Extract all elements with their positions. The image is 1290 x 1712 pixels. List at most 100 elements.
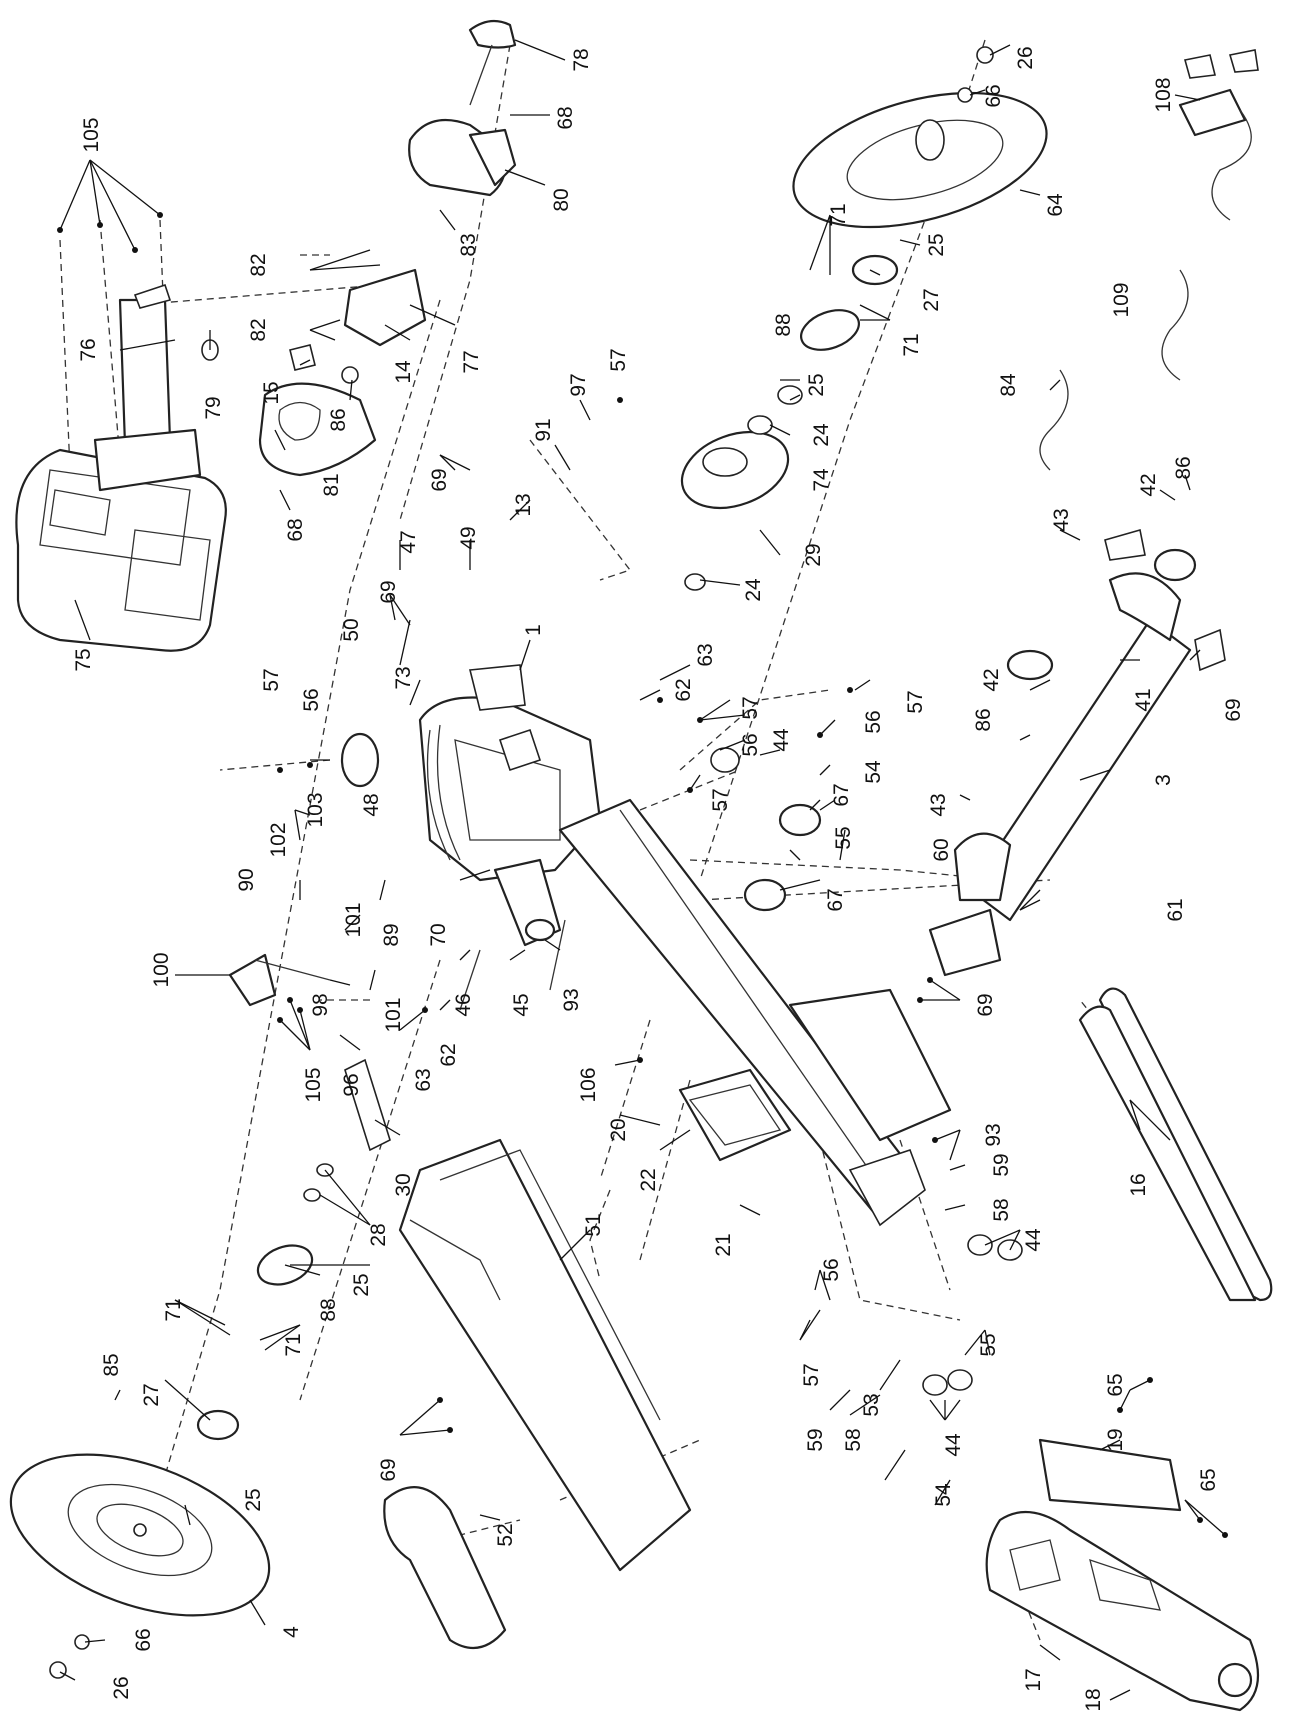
callout-71: 71 xyxy=(282,1333,305,1356)
callout-79: 79 xyxy=(202,396,225,419)
callout-98: 98 xyxy=(309,993,332,1016)
callout-86: 86 xyxy=(327,408,350,431)
callout-89: 89 xyxy=(380,923,403,946)
callout-48: 48 xyxy=(360,793,383,816)
callout-71: 71 xyxy=(162,1298,185,1321)
callout-73: 73 xyxy=(392,666,415,689)
callout-106: 106 xyxy=(577,1067,600,1102)
leader-lines xyxy=(59,39,1226,1701)
callout-58: 58 xyxy=(990,1198,1013,1221)
callout-58: 58 xyxy=(842,1428,865,1451)
callout-102: 102 xyxy=(267,822,290,857)
callout-25: 25 xyxy=(805,373,828,396)
callout-51: 51 xyxy=(582,1213,605,1236)
callout-19: 19 xyxy=(1104,1428,1127,1451)
callout-65: 65 xyxy=(1104,1373,1127,1396)
callout-25: 25 xyxy=(925,233,948,256)
callout-78: 78 xyxy=(570,48,593,71)
callout-43: 43 xyxy=(1050,508,1073,531)
callout-20: 20 xyxy=(607,1118,630,1141)
callout-17: 17 xyxy=(1022,1668,1045,1691)
callout-55: 55 xyxy=(977,1333,1000,1356)
callout-29: 29 xyxy=(802,543,825,566)
callout-53: 53 xyxy=(860,1393,883,1416)
callout-24: 24 xyxy=(742,578,765,602)
callout-100: 100 xyxy=(150,952,173,987)
callout-26: 26 xyxy=(110,1676,133,1699)
callout-69: 69 xyxy=(974,993,997,1016)
callout-70: 70 xyxy=(427,923,450,946)
callout-13: 13 xyxy=(512,493,535,516)
callout-66: 66 xyxy=(982,84,1005,107)
callout-67: 67 xyxy=(830,783,853,806)
callout-21: 21 xyxy=(712,1233,735,1256)
callout-76: 76 xyxy=(77,338,100,361)
callout-83: 83 xyxy=(457,233,480,256)
callout-69: 69 xyxy=(428,468,451,491)
callout-50: 50 xyxy=(340,618,363,641)
callout-42: 42 xyxy=(1137,473,1160,496)
fastener-dots xyxy=(57,212,1228,1538)
callout-30: 30 xyxy=(392,1173,415,1196)
callout-59: 59 xyxy=(990,1153,1013,1176)
callout-93: 93 xyxy=(982,1123,1005,1146)
callout-55: 55 xyxy=(832,826,855,849)
callout-44: 44 xyxy=(770,728,793,752)
callout-75: 75 xyxy=(72,648,95,671)
callout-57: 57 xyxy=(260,668,283,691)
callout-105: 105 xyxy=(302,1067,325,1102)
callout-57: 57 xyxy=(904,690,927,713)
callout-18: 18 xyxy=(1082,1688,1105,1711)
callout-44: 44 xyxy=(1022,1228,1045,1252)
callout-101: 101 xyxy=(382,997,405,1032)
callout-68: 68 xyxy=(284,518,307,541)
callout-97: 97 xyxy=(567,373,590,396)
callout-56: 56 xyxy=(739,733,762,756)
callout-15: 15 xyxy=(260,381,283,404)
callout-54: 54 xyxy=(932,1483,955,1507)
callout-108: 108 xyxy=(1152,77,1175,112)
callout-82: 82 xyxy=(247,253,270,276)
callout-96: 96 xyxy=(340,1073,363,1096)
callout-71: 71 xyxy=(900,333,923,356)
callout-77: 77 xyxy=(460,350,483,373)
callout-1: 1 xyxy=(522,624,545,636)
callout-66: 66 xyxy=(132,1628,155,1651)
callout-56: 56 xyxy=(300,688,323,711)
callout-109: 109 xyxy=(1110,282,1133,317)
callout-47: 47 xyxy=(397,530,420,553)
callout-28: 28 xyxy=(367,1223,390,1246)
parts xyxy=(9,19,1273,1712)
callout-63: 63 xyxy=(412,1068,435,1091)
callout-88: 88 xyxy=(772,313,795,336)
callout-86: 86 xyxy=(1172,456,1195,479)
callout-101: 101 xyxy=(342,902,365,937)
callout-54: 54 xyxy=(862,760,885,784)
callout-25: 25 xyxy=(350,1273,373,1296)
callout-44: 44 xyxy=(942,1433,965,1457)
callout-93: 93 xyxy=(560,988,583,1011)
callout-59: 59 xyxy=(804,1428,827,1451)
callout-61: 61 xyxy=(1164,898,1187,921)
callout-46: 46 xyxy=(452,993,475,1016)
callout-65: 65 xyxy=(1197,1468,1220,1491)
callout-91: 91 xyxy=(532,418,555,441)
callout-22: 22 xyxy=(637,1168,660,1191)
callout-49: 49 xyxy=(457,526,480,549)
callout-3: 3 xyxy=(1152,774,1175,786)
callout-41: 41 xyxy=(1132,688,1155,711)
callout-42: 42 xyxy=(980,668,1003,691)
callout-69: 69 xyxy=(1222,698,1245,721)
callout-56: 56 xyxy=(820,1258,843,1281)
callout-88: 88 xyxy=(317,1298,340,1321)
callout-67: 67 xyxy=(824,888,847,911)
callout-27: 27 xyxy=(140,1383,163,1406)
callout-57: 57 xyxy=(800,1363,823,1386)
callout-69: 69 xyxy=(377,1458,400,1481)
callout-81: 81 xyxy=(320,473,343,496)
callout-82: 82 xyxy=(247,318,270,341)
callout-68: 68 xyxy=(554,106,577,129)
callout-69: 69 xyxy=(377,580,400,603)
callout-45: 45 xyxy=(510,993,533,1016)
